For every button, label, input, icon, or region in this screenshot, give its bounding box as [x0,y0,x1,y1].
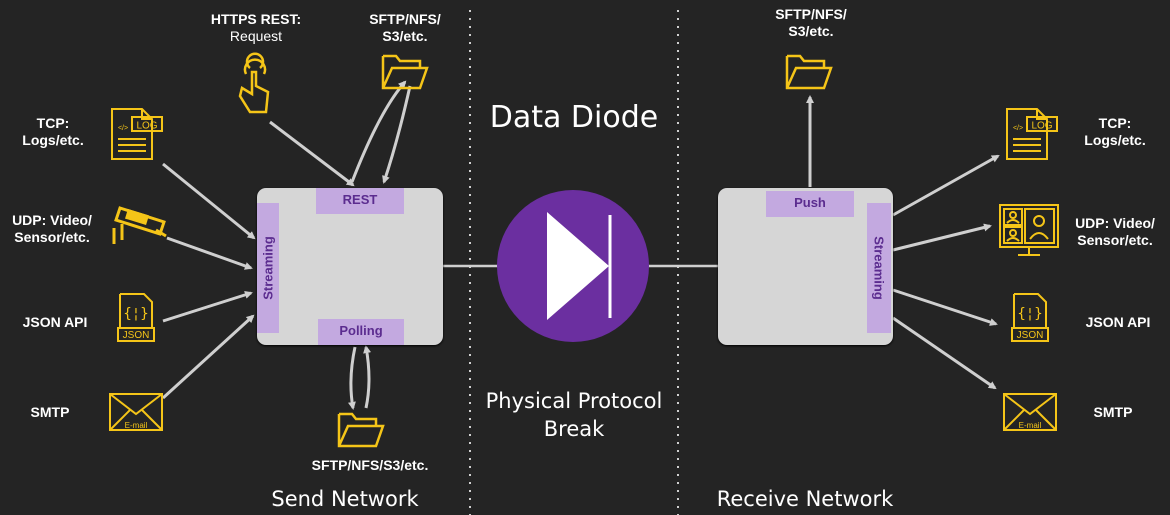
arrow-smtp-in [161,314,255,400]
smtp-label-send: SMTP [30,404,70,420]
arrow-sftp-top-up [350,80,407,183]
udp-label-receive: UDP: Video/ Sensor/etc. [1075,215,1155,248]
camera-icon [112,206,167,244]
receive-gateway-box: Push Streaming [718,188,893,345]
send-gateway-box: REST Polling Streaming [257,188,443,345]
json-file-icon-receive: {¦} JSON [1011,293,1049,342]
svg-text:JSON: JSON [1017,330,1044,341]
video-monitor-icon [999,204,1059,256]
https-rest-sub: Request [229,28,283,44]
json-label-send: JSON API [22,314,88,330]
smtp-label-receive: SMTP [1093,404,1133,420]
arrow-json-out [892,288,998,326]
udp-label-send: UDP: Video/ Sensor/etc. [12,212,92,245]
sftp-top-label-send: SFTP/NFS/ S3/etc. [369,11,441,44]
arrow-tcp-out [892,154,1000,217]
svg-text:{¦}: {¦} [123,306,148,322]
polling-tag: Polling [318,319,404,345]
subtitle: Physical Protocol Break [485,389,663,441]
https-rest-label: HTTPS REST: Request [200,11,312,45]
json-label-receive: JSON API [1085,314,1151,330]
arrow-sftp-top-down [382,85,412,184]
svg-text:E-mail: E-mail [125,421,148,430]
tcp-label-receive: TCP: Logs/etc. [1084,115,1146,148]
log-file-icon-receive: LOG </> [1006,108,1058,160]
arrow-https-in [269,120,355,187]
svg-text:</>: </> [118,125,128,132]
email-icon-receive: E-mail [1003,393,1057,431]
svg-text:{¦}: {¦} [1017,306,1042,322]
rest-tag: REST [316,188,404,214]
svg-text:LOG: LOG [136,121,157,132]
arrow-json-in [162,291,253,323]
arrow-smtp-out [892,316,997,390]
sftp-top-label-receive: SFTP/NFS/ S3/etc. [775,6,847,39]
arrow-polling-down [348,346,357,410]
svg-text:LOG: LOG [1031,121,1052,132]
arrow-udp-in [166,236,253,270]
tcp-label-send: TCP: Logs/etc. [22,115,84,148]
svg-text:</>: </> [1013,125,1023,132]
folder-icon-send-bottom [337,412,385,448]
folder-icon-receive-top [785,54,833,90]
json-file-icon: {¦} JSON [117,293,155,342]
svg-text:E-mail: E-mail [1019,421,1042,430]
streaming-tag-receive: Streaming [867,203,891,333]
email-icon: E-mail [109,393,163,431]
title: Data Diode [489,100,659,135]
arrow-tcp-in [162,162,256,240]
receive-network-label: Receive Network [716,487,894,511]
arrow-polling-up [363,345,372,409]
log-file-icon: LOG </> [111,108,163,160]
push-tag: Push [766,191,854,217]
touch-hand-icon [238,52,270,114]
diode-symbol [497,190,649,342]
streaming-tag-send: Streaming [257,203,279,333]
send-network-label: Send Network [271,487,419,511]
folder-icon-send-top [381,54,429,90]
sftp-bottom-label-send: SFTP/NFS/S3/etc. [311,457,429,473]
svg-text:JSON: JSON [123,330,150,341]
arrow-udp-out [892,223,992,252]
